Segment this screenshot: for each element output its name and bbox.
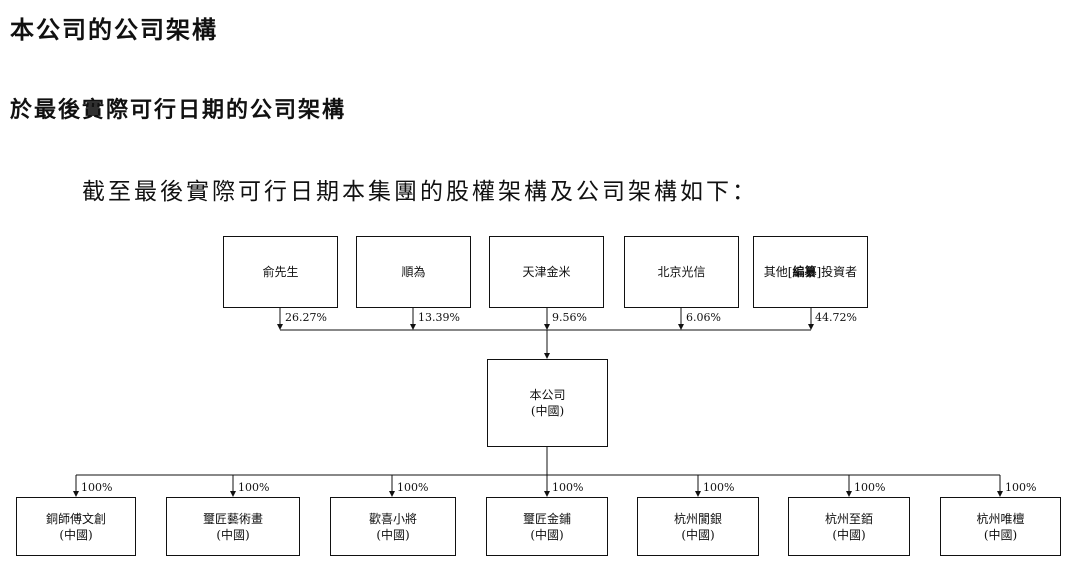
subsidiary-region: (中國) [530, 527, 564, 542]
shareholder-name: 俞先生 [262, 265, 299, 279]
shareholder-box-3: 天津金米 [489, 236, 604, 308]
shareholder-box-1: 俞先生 [223, 236, 338, 308]
shareholder-1-pct: 26.27% [285, 311, 327, 324]
subsidiary-3-pct: 100% [397, 481, 429, 494]
subsidiary-region: (中國) [216, 527, 250, 542]
subsidiary-region: (中國) [376, 527, 410, 542]
subsidiary-box-5: 杭州閬銀 (中國) [637, 497, 759, 556]
subsidiary-1-pct: 100% [81, 481, 113, 494]
subsidiary-box-2: 璽匠藝術畫 (中國) [166, 497, 300, 556]
subsidiary-6-pct: 100% [854, 481, 886, 494]
company-region: (中國) [530, 404, 565, 418]
subsidiary-region: (中國) [681, 527, 715, 542]
intro-text: 截至最後實際可行日期本集團的股權架構及公司架構如下： [82, 179, 758, 205]
subsidiary-box-1: 銅師傅文創 (中國) [16, 497, 136, 556]
shareholder-name: 天津金米 [522, 265, 571, 279]
subsidiary-region: (中國) [59, 527, 93, 542]
subsidiary-name: 杭州唯檀 [976, 511, 1025, 526]
subsidiary-name: 杭州閬銀 [673, 511, 722, 526]
shareholder-box-5: 其他[編纂]投資者 [753, 236, 868, 308]
subsidiary-box-7: 杭州唯檀 (中國) [940, 497, 1061, 556]
subsidiary-4-pct: 100% [552, 481, 584, 494]
shareholder-name: 北京光信 [657, 265, 706, 279]
subsidiary-name: 銅師傅文創 [45, 511, 106, 526]
redacted-text: 編纂 [792, 265, 817, 279]
subsidiary-box-3: 歡喜小將 (中國) [330, 497, 456, 556]
subsidiary-box-4: 璽匠金鋪 (中國) [486, 497, 608, 556]
shareholder-5-pct: 44.72% [815, 311, 857, 324]
subsidiary-region: (中國) [832, 527, 866, 542]
subsidiary-name: 杭州至銆 [824, 511, 873, 526]
name-suffix: ]投資者 [816, 265, 858, 279]
shareholder-box-4: 北京光信 [624, 236, 739, 308]
subsidiary-name: 璽匠金鋪 [522, 511, 571, 526]
company-box: 本公司 (中國) [487, 359, 608, 447]
shareholder-box-2: 順為 [356, 236, 471, 308]
subsidiary-name: 歡喜小將 [368, 511, 417, 526]
subsidiary-5-pct: 100% [703, 481, 735, 494]
shareholder-2-pct: 13.39% [418, 311, 460, 324]
subsidiary-7-pct: 100% [1005, 481, 1037, 494]
company-name: 本公司 [529, 388, 566, 402]
subsidiary-2-pct: 100% [238, 481, 270, 494]
subsidiary-name: 璽匠藝術畫 [202, 511, 263, 526]
shareholder-4-pct: 6.06% [686, 311, 721, 324]
shareholder-name: 其他[編纂]投資者 [764, 264, 857, 280]
shareholder-3-pct: 9.56% [552, 311, 587, 324]
subsidiary-region: (中國) [983, 527, 1018, 542]
subsection-title: 於最後實際可行日期的公司架構 [10, 98, 347, 123]
name-prefix: 其他[ [763, 265, 793, 279]
shareholder-name: 順為 [401, 265, 426, 279]
subsidiary-box-6: 杭州至銆 (中國) [788, 497, 910, 556]
section-title: 本公司的公司架構 [10, 16, 218, 44]
